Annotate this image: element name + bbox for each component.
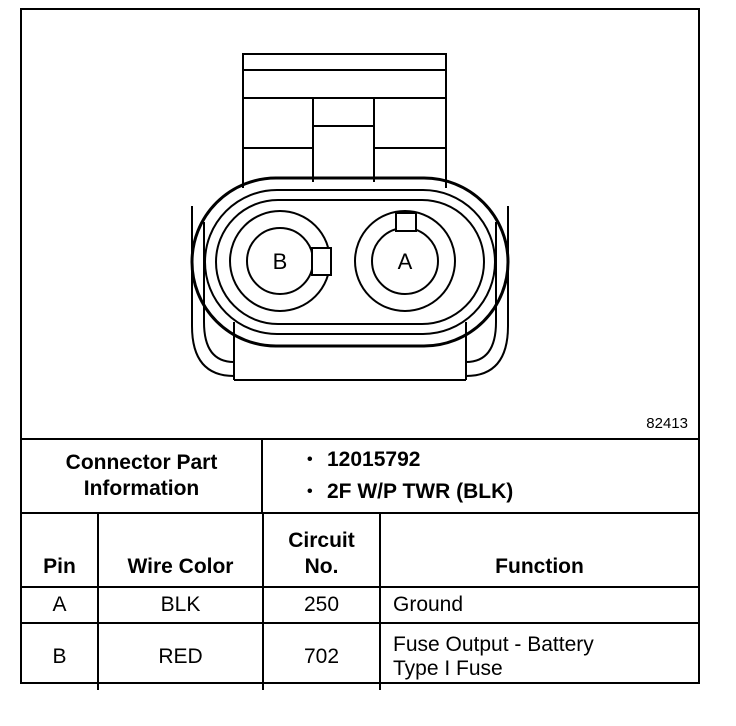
pin-table: Pin Wire Color Circuit No. Function A BL… [22, 514, 698, 690]
cell-function: Fuse Output - Battery Type I Fuse [379, 622, 698, 690]
connector-card: B A 82413 Connector Part Information • 12… [20, 8, 700, 690]
connector-heading-line2: Information [83, 477, 200, 500]
cell-function-line1: Ground [393, 593, 464, 616]
part-number: 12015792 [327, 447, 421, 471]
header-circuit-line2: No. [304, 555, 339, 578]
housing-upper-block [242, 69, 447, 99]
cell-function: Ground [379, 586, 698, 624]
tab-right-block [373, 97, 447, 149]
outer-oval [190, 176, 510, 348]
header-function: Function [379, 514, 698, 588]
cavity-a-key [395, 212, 417, 232]
cavity-b-key [311, 247, 332, 276]
connector-drawing: B A [190, 53, 510, 381]
table-row: B RED 702 Fuse Output - Battery Type I F… [22, 622, 698, 690]
cell-pin: A [22, 586, 99, 624]
header-pin: Pin [22, 514, 99, 588]
pin-a-label: A [398, 249, 413, 274]
connector-info-item: • 12015792 [307, 444, 698, 476]
table-row: A BLK 250 Ground [22, 586, 698, 624]
figure-number: 82413 [646, 415, 688, 432]
cell-function-line2: Type I Fuse [393, 657, 503, 680]
housing-top-rail [242, 53, 447, 71]
header-circuit: Circuit No. [262, 514, 381, 588]
cavity-a-outer [354, 210, 456, 312]
cell-pin: B [22, 622, 99, 690]
pin-b-label: B [273, 249, 288, 274]
bullet-icon: • [307, 451, 313, 468]
cell-function-line1: Fuse Output - Battery [393, 633, 594, 656]
inner-oval [215, 199, 485, 325]
connector-info-heading: Connector Part Information [22, 440, 263, 512]
connector-heading-line1: Connector Part [65, 451, 218, 474]
connector-info: Connector Part Information • 12015792 • 2F… [22, 438, 698, 514]
cell-circuit: 250 [262, 586, 381, 624]
connector-diagram: B A 82413 [22, 10, 698, 438]
shell-right [465, 206, 509, 378]
connector-description: 2F W/P TWR (BLK) [327, 480, 514, 503]
header-circuit-line1: Circuit [288, 529, 355, 552]
table-header-row: Pin Wire Color Circuit No. Function [22, 514, 698, 588]
shell-left [191, 206, 235, 378]
cell-wire-color: RED [97, 622, 264, 690]
cell-circuit: 702 [262, 622, 381, 690]
header-wire-color: Wire Color [97, 514, 264, 588]
cell-wire-color: BLK [97, 586, 264, 624]
tab-left-block [242, 97, 314, 149]
middle-oval [204, 189, 496, 335]
connector-info-item: • 2F W/P TWR (BLK) [307, 476, 698, 508]
bullet-icon: • [307, 483, 313, 501]
connector-info-list: • 12015792 • 2F W/P TWR (BLK) [263, 440, 698, 512]
